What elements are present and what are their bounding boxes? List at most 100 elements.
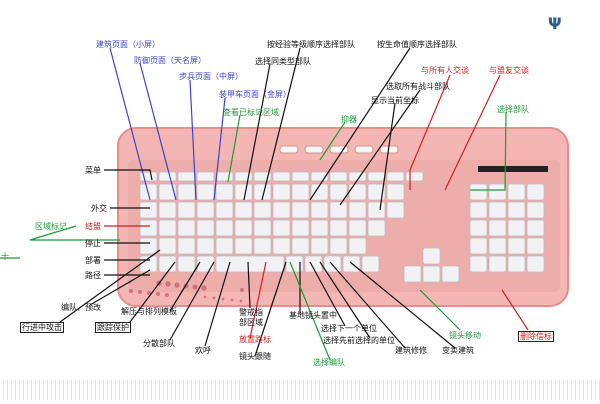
label-stop: 停止 [85, 239, 101, 248]
line-attack [59, 249, 161, 323]
key-3-9 [310, 219, 329, 237]
key-1-11 [348, 183, 367, 201]
line-rank [261, 47, 301, 201]
numpad-key-2-0 [469, 219, 488, 237]
key-2-1 [158, 201, 177, 219]
line-group [89, 269, 151, 306]
key-0-4 [215, 171, 234, 182]
line-select-all [339, 89, 421, 206]
numpad-key-0-0 [469, 183, 488, 201]
label-select-all-combat: 选取所有战斗部队 [386, 82, 450, 91]
key-3-5 [234, 219, 253, 237]
media-button-0 [279, 145, 299, 154]
line-scatter [169, 261, 215, 341]
key-1-1 [158, 183, 177, 201]
line-camera-move [419, 289, 461, 331]
label-show-coords: 显示当前坐标 [371, 96, 419, 105]
key-3-8 [291, 219, 310, 237]
line-same-type [243, 63, 271, 201]
decor-dot-5 [192, 284, 198, 290]
label-select-units: 选择部队 [497, 105, 529, 114]
key-3-1 [158, 219, 177, 237]
keyboard [117, 127, 569, 307]
label-delete-beacon: 删除信标 [518, 331, 554, 342]
label-chat-all: 与所有人交谈 [421, 66, 469, 75]
key-0-10 [329, 171, 348, 182]
label-path: 路径 [85, 271, 101, 280]
key-1-5 [234, 183, 253, 201]
decor-dot-1 [165, 293, 169, 297]
key-0-7 [272, 171, 291, 182]
key-3-4 [215, 219, 234, 237]
key-3-6 [253, 219, 272, 237]
key-1-4 [215, 183, 234, 201]
numpad-key-3-3 [526, 237, 545, 255]
line-chat-allies [444, 74, 501, 191]
label-guard-follow: 跟踪保护 [95, 322, 131, 333]
image-noise-strip [0, 380, 600, 400]
decor-dot-16 [240, 288, 244, 292]
decor-dot-4 [156, 292, 160, 296]
line-prev [319, 261, 371, 339]
decor-dot-2 [201, 285, 207, 291]
key-4-11 [348, 237, 367, 255]
numpad-key-0-3 [526, 183, 545, 201]
arrow-key-2 [422, 265, 441, 283]
line-menu [104, 169, 153, 181]
arrow-key-3 [441, 265, 460, 283]
key-4-6 [253, 237, 272, 255]
key-0-12 [367, 171, 386, 182]
label-next-unit: 选择下一个单位 [321, 324, 377, 333]
key-1-2 [177, 183, 196, 201]
line-health [309, 47, 411, 201]
line-beacon [249, 261, 267, 339]
key-1-7 [272, 183, 291, 201]
numpad-key-4-2 [507, 255, 526, 273]
numpad-key-2-1 [488, 219, 507, 237]
key-3-11 [348, 219, 367, 237]
line-guard [129, 261, 176, 323]
line-build [109, 47, 151, 201]
label-diplomacy: 外交 [91, 204, 107, 213]
key-3-10 [329, 219, 348, 237]
media-button-1 [304, 145, 324, 154]
key-5-3 [196, 255, 215, 273]
label-repair: 建筑修修 [395, 346, 427, 355]
key-3-12 [367, 219, 386, 237]
decor-dot-3 [239, 299, 243, 303]
key-0-3 [196, 171, 215, 182]
label-build-page: 建筑页面（小屏） [96, 40, 160, 49]
key-0-14 [405, 171, 424, 182]
key-1-9 [310, 183, 329, 201]
label-scatter: 分散部队 [143, 339, 175, 348]
label-defense-page: 防御页面（天名屏） [134, 56, 206, 65]
label-camera-move: 镜头移动 [449, 331, 481, 340]
key-4-10 [329, 237, 348, 255]
line-select-units [470, 111, 507, 191]
key-3-0 [139, 219, 158, 237]
numpad-key-1-3 [526, 201, 545, 219]
arrow-key-1 [422, 247, 441, 265]
line-repair [329, 261, 406, 349]
key-5-2 [177, 255, 196, 273]
key-2-9 [310, 201, 329, 219]
line-coords [379, 102, 396, 211]
key-1-12 [367, 183, 386, 201]
decor-dot-6 [230, 298, 234, 302]
key-2-0 [139, 201, 158, 219]
decor-dot-12 [212, 296, 216, 300]
numpad-key-3-0 [469, 237, 488, 255]
decor-dot-15 [203, 295, 207, 299]
decor-dot-7 [147, 291, 151, 295]
label-restrain: 抑器 [341, 115, 357, 124]
key-4-2 [177, 237, 196, 255]
numpad-key-4-1 [488, 255, 507, 273]
media-button-2 [329, 145, 349, 154]
label-sell: 变卖建筑 [442, 346, 474, 355]
key-5-4 [215, 255, 285, 273]
key-2-12 [367, 201, 386, 219]
numpad-key-3-1 [488, 237, 507, 255]
key-4-7 [272, 237, 291, 255]
line-select-group [289, 261, 331, 361]
